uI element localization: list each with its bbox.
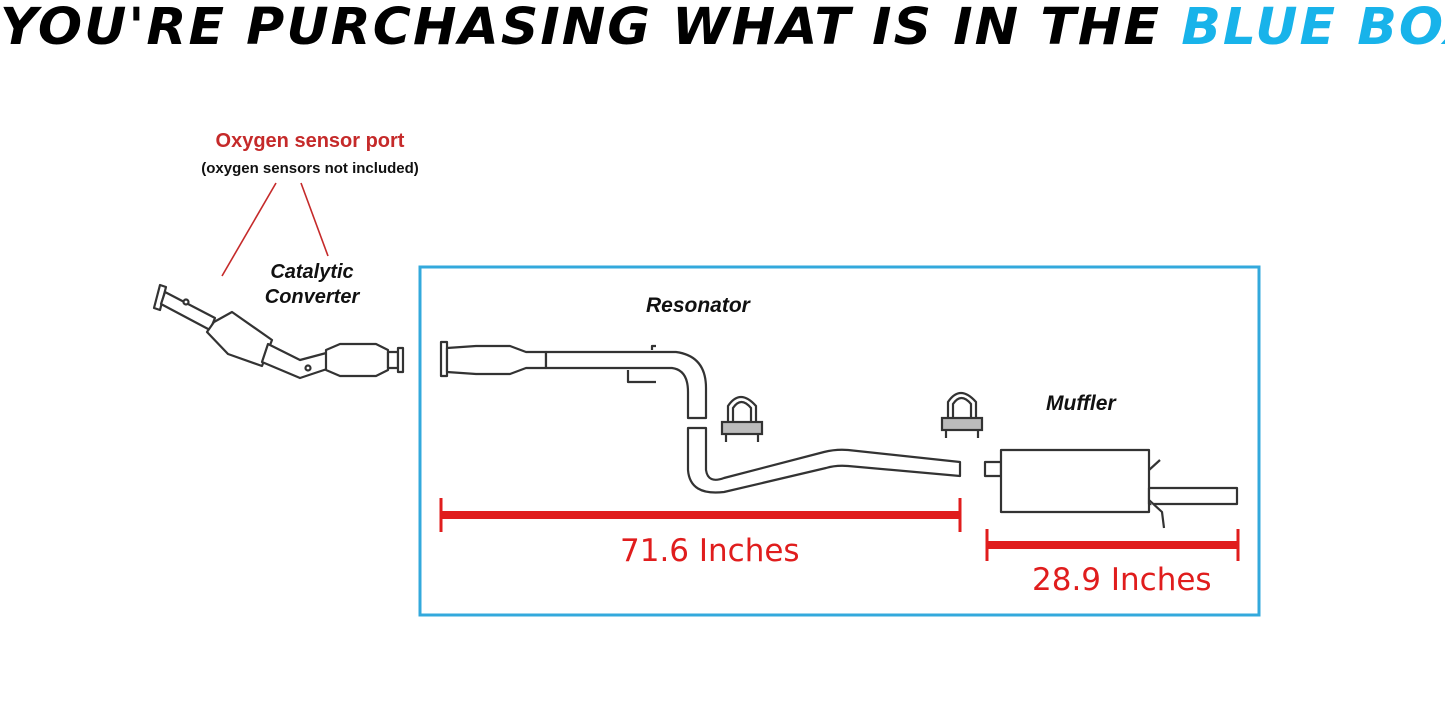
- callout-line-left: [221, 182, 277, 277]
- front-length-label: 71.6 Inches: [620, 533, 800, 569]
- blue-box: [418, 265, 1261, 617]
- catalytic-converter-drawing: [152, 283, 405, 380]
- rear-length-label: 28.9 Inches: [1032, 562, 1212, 598]
- callout-line-right: [300, 182, 329, 257]
- dimension-bar-front: [439, 498, 962, 532]
- dimension-bar-rear: [985, 529, 1240, 561]
- catalytic-label-line2: Converter: [264, 286, 360, 308]
- catalytic-label-line1: Catalytic: [270, 261, 354, 283]
- oxygen-sensor-note: (oxygen sensors not included): [201, 160, 419, 177]
- resonator-pipe-drawing: [439, 340, 962, 494]
- resonator-label: Resonator: [646, 294, 750, 317]
- clamp-drawing-1: [720, 395, 764, 442]
- headline-text: YOU'RE PURCHASING WHAT IS IN THE: [0, 0, 1182, 57]
- headline: YOU'RE PURCHASING WHAT IS IN THE BLUE BO…: [0, 0, 1445, 60]
- clamp-drawing-2: [940, 391, 984, 438]
- muffler-drawing: [983, 448, 1239, 529]
- headline-highlight: BLUE BOX: [1181, 0, 1445, 57]
- oxygen-sensor-port-label: Oxygen sensor port: [215, 130, 405, 152]
- muffler-label: Muffler: [1046, 392, 1116, 415]
